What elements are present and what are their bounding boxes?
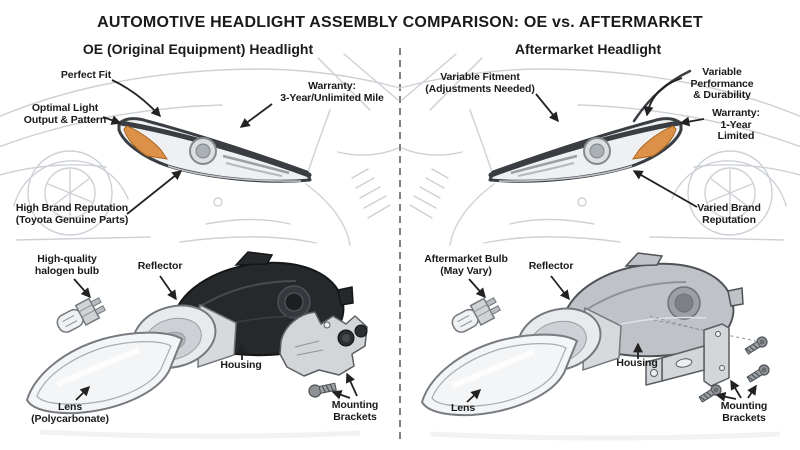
oe-callout-brand: High Brand Reputation (Toyota Genuine Pa… [15, 202, 129, 226]
am-lens [422, 335, 577, 416]
oe-callout-perfect-fit: Perfect Fit [60, 69, 112, 81]
am-callout-fitment: Variable Fitment (Adjustments Needed) [425, 71, 535, 95]
oe-callout-warranty: Warranty: 3-Year/Unlimited Mile [280, 80, 384, 104]
am-part-label-housing: Housing [616, 357, 658, 369]
am-part-label-reflector: Reflector [528, 260, 574, 272]
oe-part-label-bulb: High-quality halogen bulb [34, 253, 100, 277]
am-callout-performance: Variable Performance & Durability [690, 66, 754, 101]
am-callout-warranty: Warranty: 1-Year Limited [712, 107, 760, 142]
oe-callout-optimal-light: Optimal Light Output & Pattern [23, 102, 107, 126]
am-callout-brand: Varied Brand Reputation [697, 202, 761, 226]
am-section-header: Aftermarket Headlight [514, 41, 662, 57]
exploded-view-am [422, 252, 772, 416]
oe-halogen-bulb [52, 293, 108, 338]
callout-arrows [73, 77, 757, 403]
page-title: AUTOMOTIVE HEADLIGHT ASSEMBLY COMPARISON… [97, 14, 703, 31]
oe-part-label-lens: Lens (Polycarbonate) [31, 401, 109, 425]
oe-part-label-housing: Housing [220, 359, 262, 371]
exploded-view-oe [27, 251, 368, 413]
oe-mounting-bracket [279, 311, 368, 398]
am-bulb [447, 293, 503, 338]
oe-part-label-brackets: Mounting Brackets [331, 399, 379, 423]
am-mounting-bracket [645, 323, 730, 387]
oe-section-header: OE (Original Equipment) Headlight [82, 41, 314, 57]
am-part-label-brackets: Mounting Brackets [720, 400, 768, 424]
am-part-label-bulb: Aftermarket Bulb (May Vary) [424, 253, 508, 277]
oe-part-label-reflector: Reflector [137, 260, 183, 272]
assembly-dash-guide [649, 315, 757, 342]
oe-bolt [308, 382, 337, 398]
am-part-label-lens: Lens [450, 402, 476, 414]
